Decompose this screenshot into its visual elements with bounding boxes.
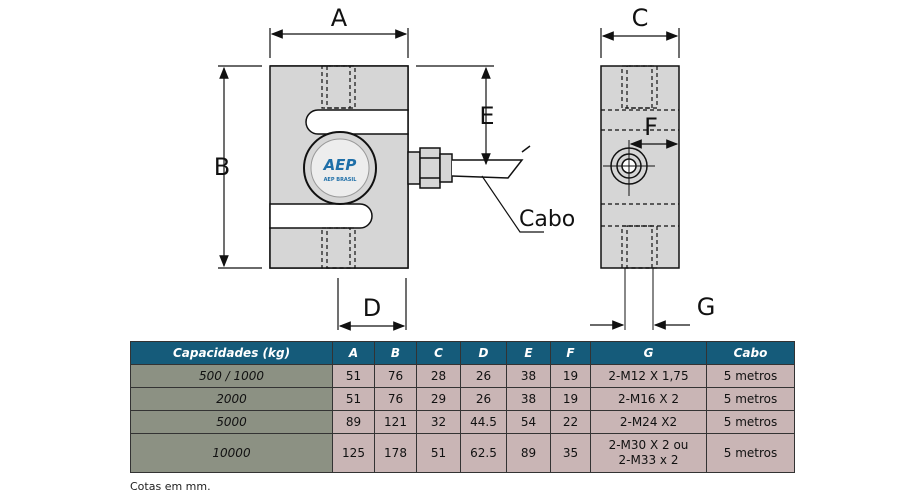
header-b: B [374,341,417,365]
cell-cabo: 5 metros [706,433,795,473]
cell-capacity: 5000 [130,410,333,434]
cell-b: 76 [374,364,417,388]
cell-g-line2: 2-M33 x 2 [618,453,679,467]
cell-cabo: 5 metros [706,364,795,388]
header-e: E [506,341,551,365]
cell-e: 38 [506,387,551,411]
cell-cabo: 5 metros [706,410,795,434]
side-view [600,65,680,330]
cell-g-line1: 2-M30 X 2 ou [608,438,689,452]
cell-b: 76 [374,387,417,411]
cell-e: 38 [506,364,551,388]
cell-g: 2-M24 X2 [590,410,707,434]
dim-label-g: G [697,293,716,321]
cell-capacity: 10000 [130,433,333,473]
header-c: C [416,341,461,365]
dim-label-f: F [644,113,658,141]
cell-d: 26 [460,364,507,388]
dim-label-e: E [479,102,494,130]
logo-text: AEP [323,156,357,174]
dim-label-b: B [214,153,230,181]
cell-f: 19 [550,364,591,388]
table-row: 5000 89 121 32 44.5 54 22 2-M24 X2 5 met… [130,410,795,434]
cell-f: 22 [550,410,591,434]
header-d: D [460,341,507,365]
cell-b: 121 [374,410,417,434]
cell-f: 35 [550,433,591,473]
cell-f: 19 [550,387,591,411]
header-g: G [590,341,707,365]
table-header-row: Capacidades (kg) A B C D E F G Cabo [130,341,795,365]
cable-label: Cabo [519,207,575,232]
front-view [269,65,531,269]
dim-label-d: D [363,294,381,322]
capacity-spec-table: Capacidades (kg) A B C D E F G Cabo 500 … [130,341,795,473]
dim-label-c: C [632,4,649,32]
table-row: 500 / 1000 51 76 28 26 38 19 2-M12 X 1,7… [130,364,795,388]
dim-label-a: A [331,4,348,32]
cell-g: 2-M12 X 1,75 [590,364,707,388]
cell-d: 44.5 [460,410,507,434]
cell-c: 29 [416,387,461,411]
header-a: A [332,341,375,365]
cell-a: 89 [332,410,375,434]
cell-capacity: 2000 [130,387,333,411]
cell-c: 28 [416,364,461,388]
table-row: 2000 51 76 29 26 38 19 2-M16 X 2 5 metro… [130,387,795,411]
header-capacidades: Capacidades (kg) [130,341,333,365]
cell-g: 2-M30 X 2 ou 2-M33 x 2 [590,433,707,473]
cell-e: 89 [506,433,551,473]
cell-cabo: 5 metros [706,387,795,411]
cell-a: 51 [332,364,375,388]
cell-d: 26 [460,387,507,411]
header-f: F [550,341,591,365]
units-note: Cotas em mm. [130,480,211,493]
cell-g: 2-M16 X 2 [590,387,707,411]
table-row: 10000 125 178 51 62.5 89 35 2-M30 X 2 ou… [130,433,795,473]
cell-a: 125 [332,433,375,473]
header-cabo: Cabo [706,341,795,365]
cell-d: 62.5 [460,433,507,473]
cell-b: 178 [374,433,417,473]
cell-a: 51 [332,387,375,411]
cell-capacity: 500 / 1000 [130,364,333,388]
cell-e: 54 [506,410,551,434]
cell-c: 32 [416,410,461,434]
logo-subtext: AEP BRASIL [324,177,358,183]
cell-c: 51 [416,433,461,473]
load-cell-drawing: AEP AEP BRASIL [214,4,716,331]
